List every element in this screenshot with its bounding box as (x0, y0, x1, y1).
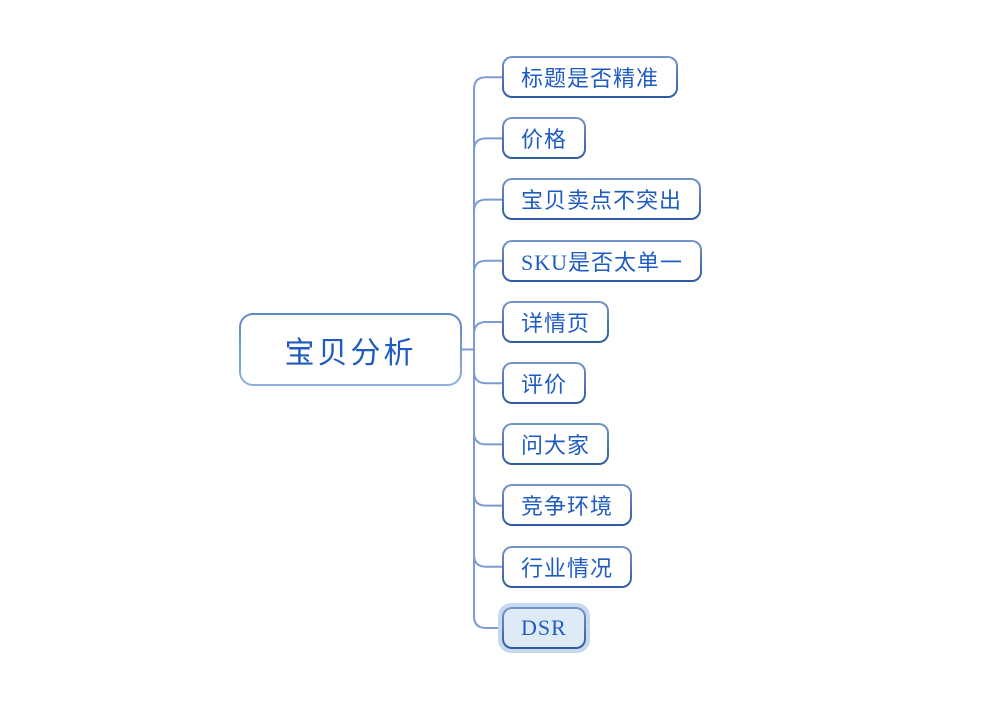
mindmap-child-node[interactable]: 宝贝卖点不突出 (498, 174, 705, 224)
child-node-body: 价格 (504, 119, 585, 158)
root-node-label: 宝贝分析 (284, 336, 417, 370)
child-node-border: 行业情况 (502, 545, 633, 588)
node-label: 价格 (521, 127, 568, 153)
child-node-body: 详情页 (504, 302, 608, 341)
root-node-body: 宝贝分析 (241, 315, 460, 384)
node-label: 标题是否精准 (521, 66, 660, 91)
node-label: 行业情况 (521, 555, 614, 581)
child-node-border: 标题是否精准 (502, 56, 679, 98)
mindmap-child-node[interactable]: 行业情况 (498, 542, 636, 592)
child-node-body: SKU是否太单一 (504, 241, 701, 280)
node-label: 详情页 (521, 310, 591, 336)
node-label: 评价 (521, 371, 568, 397)
child-node-body: 竞争环境 (504, 486, 631, 525)
node-label: 宝贝卖点不突出 (521, 188, 683, 214)
mindmap-root-node[interactable]: 宝贝分析 (239, 313, 462, 386)
node-label: SKU是否太单一 (521, 249, 684, 275)
child-node-border: 价格 (502, 117, 587, 160)
mindmap-child-node[interactable]: 详情页 (498, 297, 613, 347)
mindmap-children-column: 标题是否精准 价格 宝贝卖点不突出 SKU是否太单一 (498, 56, 703, 653)
child-node-body: 标题是否精准 (504, 58, 677, 96)
mindmap-child-node[interactable]: 竞争环境 (498, 480, 636, 530)
node-label: DSR (521, 614, 567, 640)
mindmap-child-node[interactable]: 标题是否精准 (498, 52, 682, 102)
child-node-body: 行业情况 (504, 547, 631, 586)
child-node-border: SKU是否太单一 (502, 239, 703, 282)
child-node-body: 宝贝卖点不突出 (504, 180, 700, 219)
node-label: 问大家 (521, 433, 591, 459)
child-node-border: 问大家 (502, 423, 610, 466)
mindmap-child-node[interactable]: 评价 (498, 358, 590, 408)
mindmap-child-node[interactable]: 问大家 (498, 419, 613, 469)
child-node-border: 评价 (502, 361, 587, 404)
child-node-body: 评价 (504, 363, 585, 402)
child-node-border: 竞争环境 (502, 484, 633, 527)
mindmap-child-node[interactable]: SKU是否太单一 (498, 236, 706, 286)
child-node-border: DSR (502, 606, 586, 649)
mindmap-child-node[interactable]: DSR (498, 602, 590, 653)
child-node-border: 详情页 (502, 300, 610, 343)
child-node-body: 问大家 (504, 425, 608, 464)
mindmap-child-node[interactable]: 价格 (498, 113, 590, 163)
child-node-body: DSR (504, 608, 584, 647)
child-node-border: 宝贝卖点不突出 (502, 178, 702, 221)
node-label: 竞争环境 (521, 494, 614, 520)
